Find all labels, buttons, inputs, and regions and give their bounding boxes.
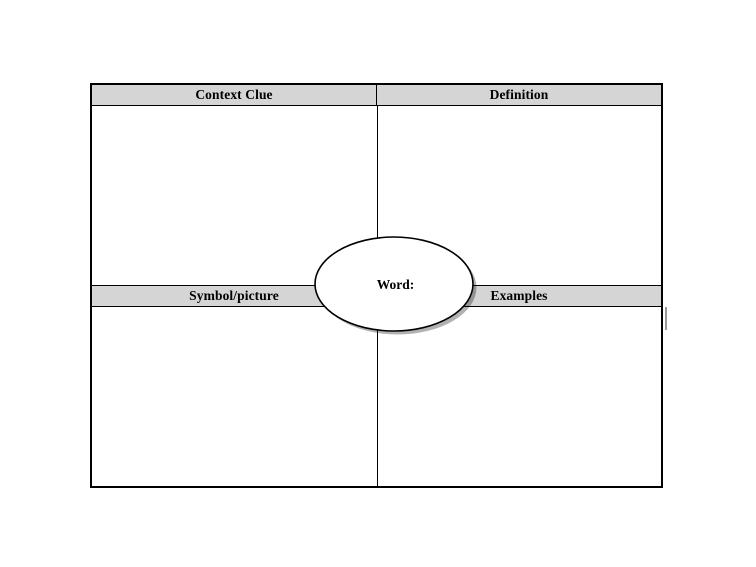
quadrant-header-label: Context Clue	[195, 87, 273, 103]
word-bubble-label: Word:	[376, 277, 415, 292]
quadrant-header-definition[interactable]: Definition	[377, 85, 661, 105]
quadrant-header-label: Symbol/picture	[189, 288, 279, 304]
ellipse-shape-icon	[314, 236, 477, 335]
top-header-band: Context Clue Definition	[92, 84, 661, 106]
quadrant-header-label: Examples	[490, 288, 548, 304]
word-bubble[interactable]: Word:	[308, 233, 483, 339]
quadrant-header-label: Definition	[489, 87, 549, 103]
edge-resize-handle[interactable]	[665, 307, 667, 330]
quadrant-header-examples[interactable]: Examples	[377, 286, 661, 306]
quadrant-header-context-clue[interactable]: Context Clue	[92, 85, 377, 105]
